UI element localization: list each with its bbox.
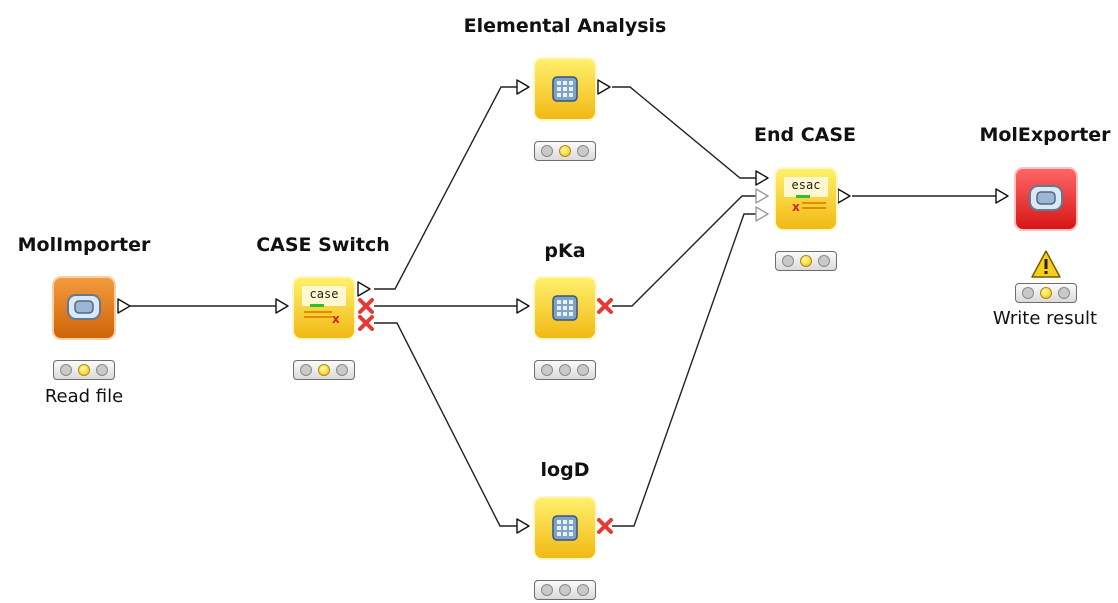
warning-icon[interactable] bbox=[1031, 250, 1061, 278]
in-port-end-case-3 bbox=[755, 206, 769, 222]
in-port-elemental-analysis bbox=[516, 79, 530, 95]
inactive-port-x-icon bbox=[358, 298, 374, 314]
molecule-icon bbox=[67, 294, 101, 320]
node-title-molimporter: MolImporter bbox=[17, 234, 151, 256]
status-lights-end-case bbox=[775, 251, 837, 271]
table-grid-icon bbox=[552, 76, 578, 102]
out-port-elemental-analysis bbox=[597, 79, 611, 95]
connection-pka-to-end-case bbox=[612, 195, 756, 307]
inactive-port-x-icon bbox=[597, 518, 613, 534]
inactive-port-x-icon bbox=[358, 315, 374, 331]
end-case-icon: x bbox=[784, 177, 828, 214]
inactive-port-x-icon bbox=[597, 298, 613, 314]
svg-text:x: x bbox=[792, 200, 800, 214]
node-title-case-switch: CASE Switch bbox=[256, 234, 390, 256]
out-port-end-case bbox=[837, 188, 851, 204]
node-molimporter[interactable] bbox=[52, 276, 116, 340]
table-grid-icon bbox=[552, 515, 578, 541]
node-title-logd: logD bbox=[540, 459, 590, 481]
node-molexporter[interactable] bbox=[1014, 167, 1078, 231]
out-port-molimporter bbox=[117, 298, 131, 314]
in-port-logd bbox=[516, 518, 530, 534]
case-switch-icon-label: case bbox=[309, 287, 339, 301]
molecule-icon bbox=[1029, 185, 1063, 211]
in-port-pka bbox=[516, 298, 530, 314]
node-caption-molimporter[interactable]: Read file bbox=[44, 386, 124, 407]
in-port-end-case-2 bbox=[755, 188, 769, 204]
status-lights-molexporter bbox=[1015, 283, 1077, 303]
in-port-molexporter bbox=[995, 188, 1009, 204]
node-case-switch[interactable]: x case bbox=[292, 276, 356, 340]
node-end-case[interactable]: x esac bbox=[774, 167, 838, 231]
node-logd[interactable] bbox=[533, 496, 597, 560]
status-lights-pka bbox=[534, 360, 596, 380]
node-pka[interactable] bbox=[533, 276, 597, 340]
connection-case-switch-to-logd bbox=[374, 322, 517, 527]
connection-logd-to-end-case bbox=[612, 213, 756, 527]
status-lights-molimporter bbox=[53, 360, 115, 380]
out-port-case-switch-1 bbox=[357, 281, 371, 297]
node-elemental-analysis[interactable] bbox=[533, 57, 597, 121]
case-switch-icon: x bbox=[302, 286, 346, 326]
node-title-pka: pKa bbox=[544, 240, 586, 262]
end-case-icon-label: esac bbox=[791, 178, 821, 192]
connection-case-switch-to-elemental-analysis bbox=[374, 86, 517, 290]
node-caption-molexporter[interactable]: Write result bbox=[992, 308, 1098, 329]
in-port-case-switch bbox=[275, 298, 289, 314]
status-lights-logd bbox=[534, 580, 596, 600]
in-port-end-case-1 bbox=[755, 170, 769, 186]
node-title-molexporter: MolExporter bbox=[979, 124, 1111, 146]
status-lights-elemental-analysis bbox=[534, 141, 596, 161]
node-title-end-case: End CASE bbox=[753, 124, 857, 146]
connection-elemental-analysis-to-end-case bbox=[612, 86, 756, 179]
table-grid-icon bbox=[552, 295, 578, 321]
node-title-elemental-analysis: Elemental Analysis bbox=[463, 15, 667, 37]
svg-text:x: x bbox=[332, 312, 340, 326]
status-lights-case-switch bbox=[293, 360, 355, 380]
